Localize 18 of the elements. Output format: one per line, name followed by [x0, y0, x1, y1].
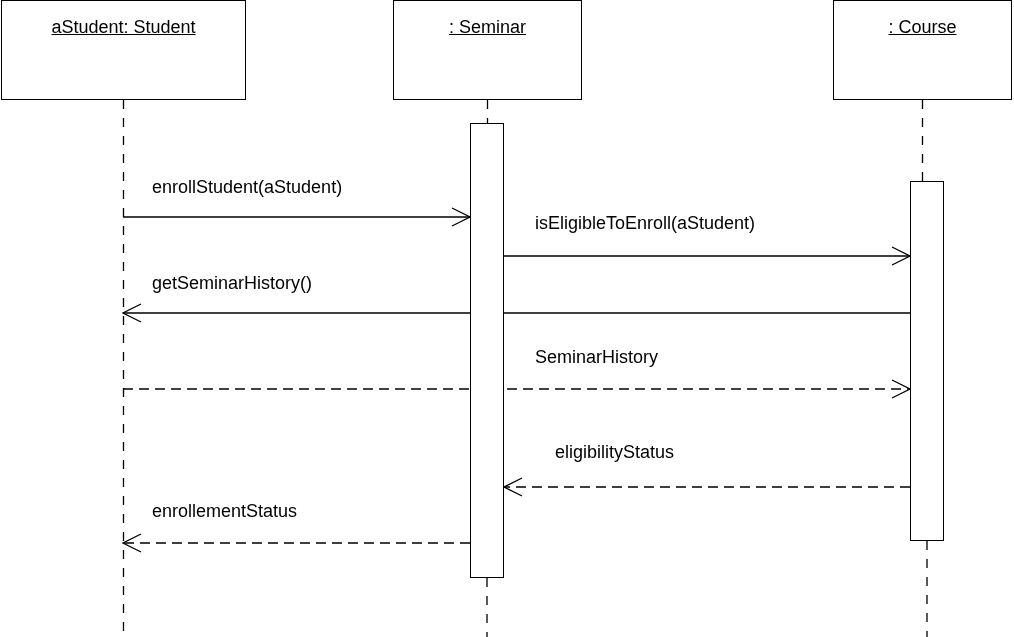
message-arrow	[122, 303, 911, 323]
message-arrow	[503, 246, 911, 266]
object-name: aStudent: Student	[50, 17, 197, 38]
activation-bar	[910, 181, 944, 541]
object-box	[393, 0, 582, 100]
object-box	[1, 0, 246, 100]
lifeline	[486, 99, 489, 124]
return-message-arrow	[503, 477, 911, 497]
lifeline	[926, 540, 928, 637]
object-name: : Course	[887, 17, 958, 38]
object-box	[833, 0, 1012, 100]
return-message-arrow	[122, 379, 911, 399]
message-arrow	[122, 207, 471, 227]
return-message-arrow	[122, 533, 471, 553]
lifeline	[486, 577, 488, 637]
object-name: : Seminar	[448, 17, 527, 38]
activation-bar	[470, 123, 504, 578]
lifeline	[921, 99, 924, 182]
